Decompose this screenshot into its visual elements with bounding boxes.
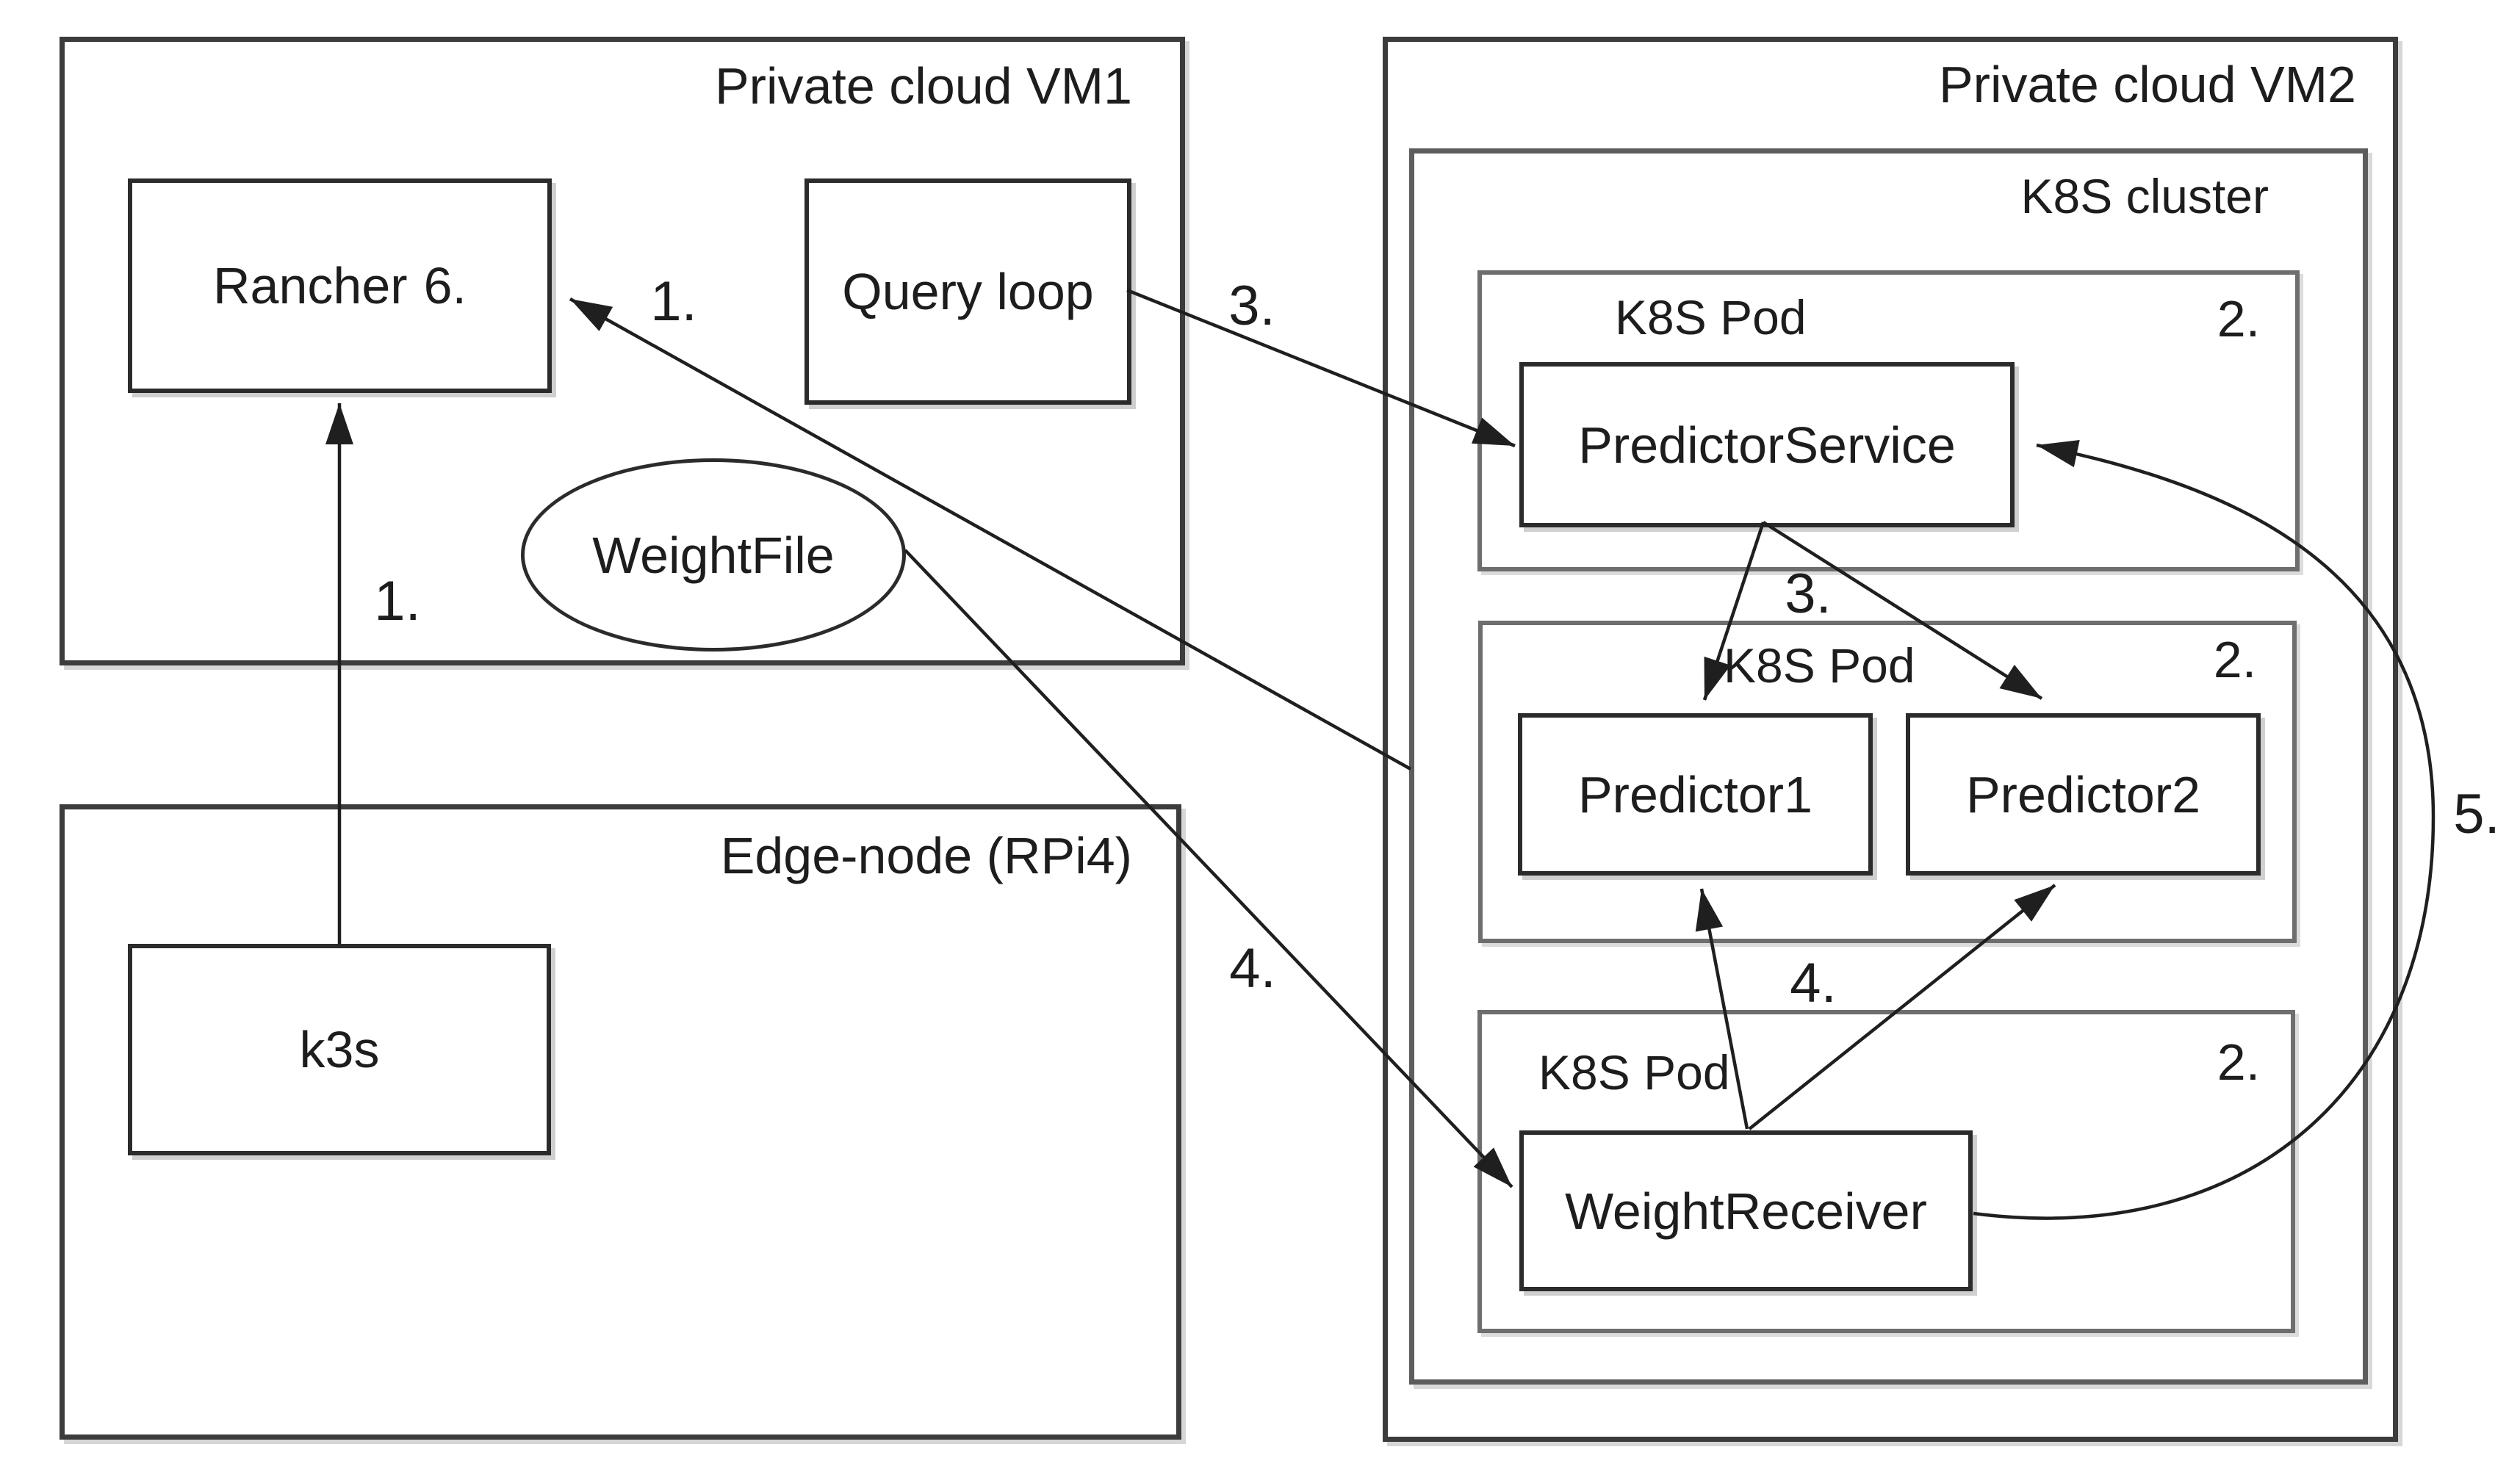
query-loop-node: Query loop [804, 178, 1131, 405]
predictor-service-node: PredictorService [1519, 362, 2015, 527]
predictor2-label: Predictor2 [1965, 765, 2201, 823]
vm1-title: Private cloud VM1 [714, 57, 1132, 115]
weight-receiver-node: WeightReceiver [1519, 1130, 1973, 1291]
step-label-weight-transfer: 4. [1229, 937, 1276, 1000]
rancher-node: Rancher 6. [128, 178, 552, 393]
step-label-feedback: 5. [2453, 783, 2500, 845]
weightfile-ellipse: WeightFile [521, 458, 906, 652]
rancher-label: Rancher [213, 257, 408, 314]
pod3-title: K8S Pod [1538, 1045, 1730, 1100]
predictor-service-label: PredictorService [1578, 416, 1956, 474]
weight-receiver-label: WeightReceiver [1565, 1182, 1927, 1240]
predictor1-node: Predictor1 [1518, 713, 1873, 876]
pod1-title: K8S Pod [1615, 290, 1807, 344]
edge-node-title: Edge-node (RPi4) [720, 827, 1132, 884]
predictor1-label: Predictor1 [1577, 765, 1813, 823]
step-label-query: 3. [1228, 275, 1275, 337]
query-loop-label: Query loop [842, 263, 1094, 320]
k3s-label: k3s [299, 1021, 380, 1078]
predictor2-node: Predictor2 [1906, 713, 2261, 876]
k3s-node: k3s [128, 944, 551, 1155]
weightfile-label: WeightFile [592, 526, 835, 584]
pod2-step-badge: 2. [2213, 631, 2257, 688]
pod3-step-badge: 2. [2217, 1033, 2261, 1091]
k8s-cluster-title: K8S cluster [2020, 169, 2269, 223]
pod2-title: K8S Pod [1724, 638, 1915, 693]
pod1-step-badge: 2. [2217, 290, 2261, 347]
vm2-title: Private cloud VM2 [1938, 56, 2356, 113]
rancher-step-badge: 6. [423, 257, 467, 314]
